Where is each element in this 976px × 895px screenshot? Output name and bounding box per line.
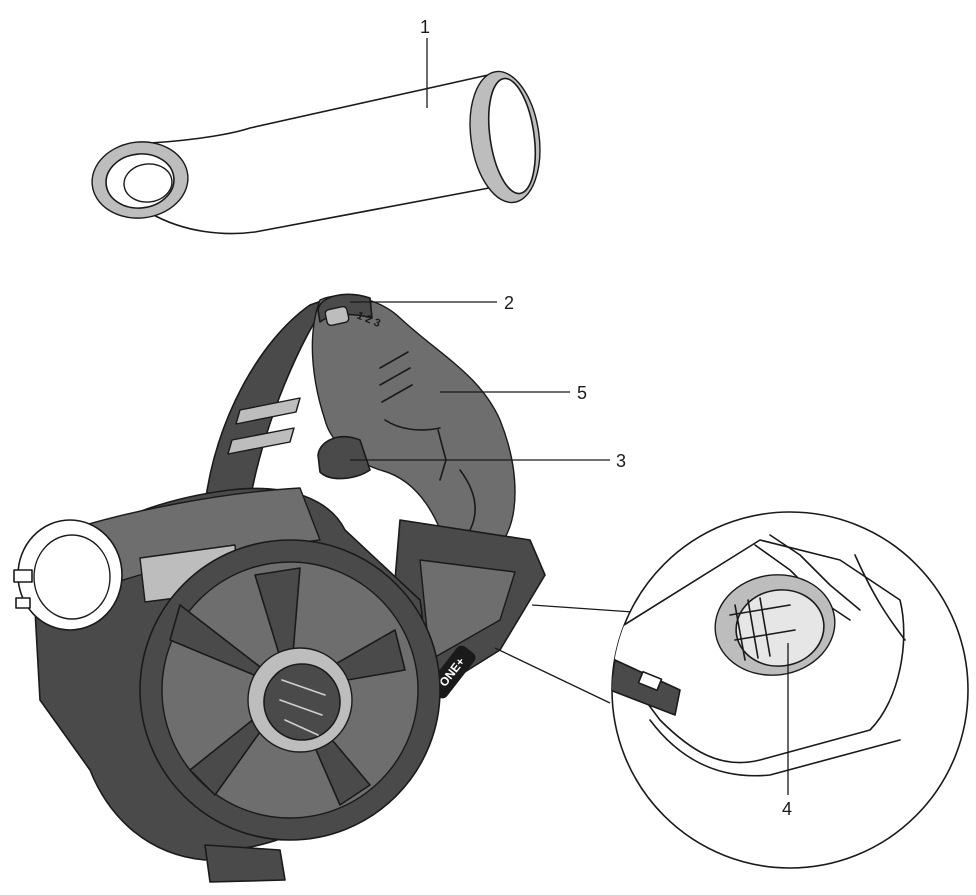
callout-1: 1 xyxy=(420,17,430,108)
callout-1-label: 1 xyxy=(420,17,430,37)
callout-3-label: 3 xyxy=(616,451,626,471)
callout-3: 3 xyxy=(350,451,626,471)
detail-magnifier xyxy=(494,511,969,869)
blower-body: ONE+ xyxy=(13,293,546,883)
blower-nozzle xyxy=(91,70,541,235)
callout-2-label: 2 xyxy=(504,293,514,313)
callout-2: 2 xyxy=(350,293,514,313)
callout-5: 5 xyxy=(440,383,587,403)
callout-5-label: 5 xyxy=(577,383,587,403)
callout-4: 4 xyxy=(782,643,792,819)
callout-4-label: 4 xyxy=(782,799,792,819)
